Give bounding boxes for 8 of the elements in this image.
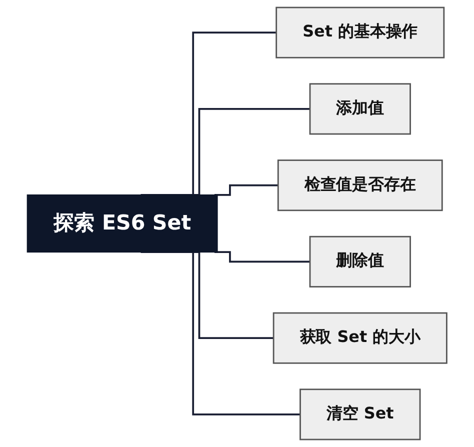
node-box: 删除值 — [309, 236, 411, 288]
node-box: Set 的基本操作 — [276, 6, 445, 58]
node-box: 添加值 — [309, 83, 411, 135]
node-box: 检查值是否存在 — [277, 160, 443, 212]
node-box: 获取 Set 的大小 — [272, 312, 448, 364]
connector — [214, 251, 310, 263]
connector — [214, 184, 278, 196]
node-box: 清空 Set — [300, 388, 421, 440]
